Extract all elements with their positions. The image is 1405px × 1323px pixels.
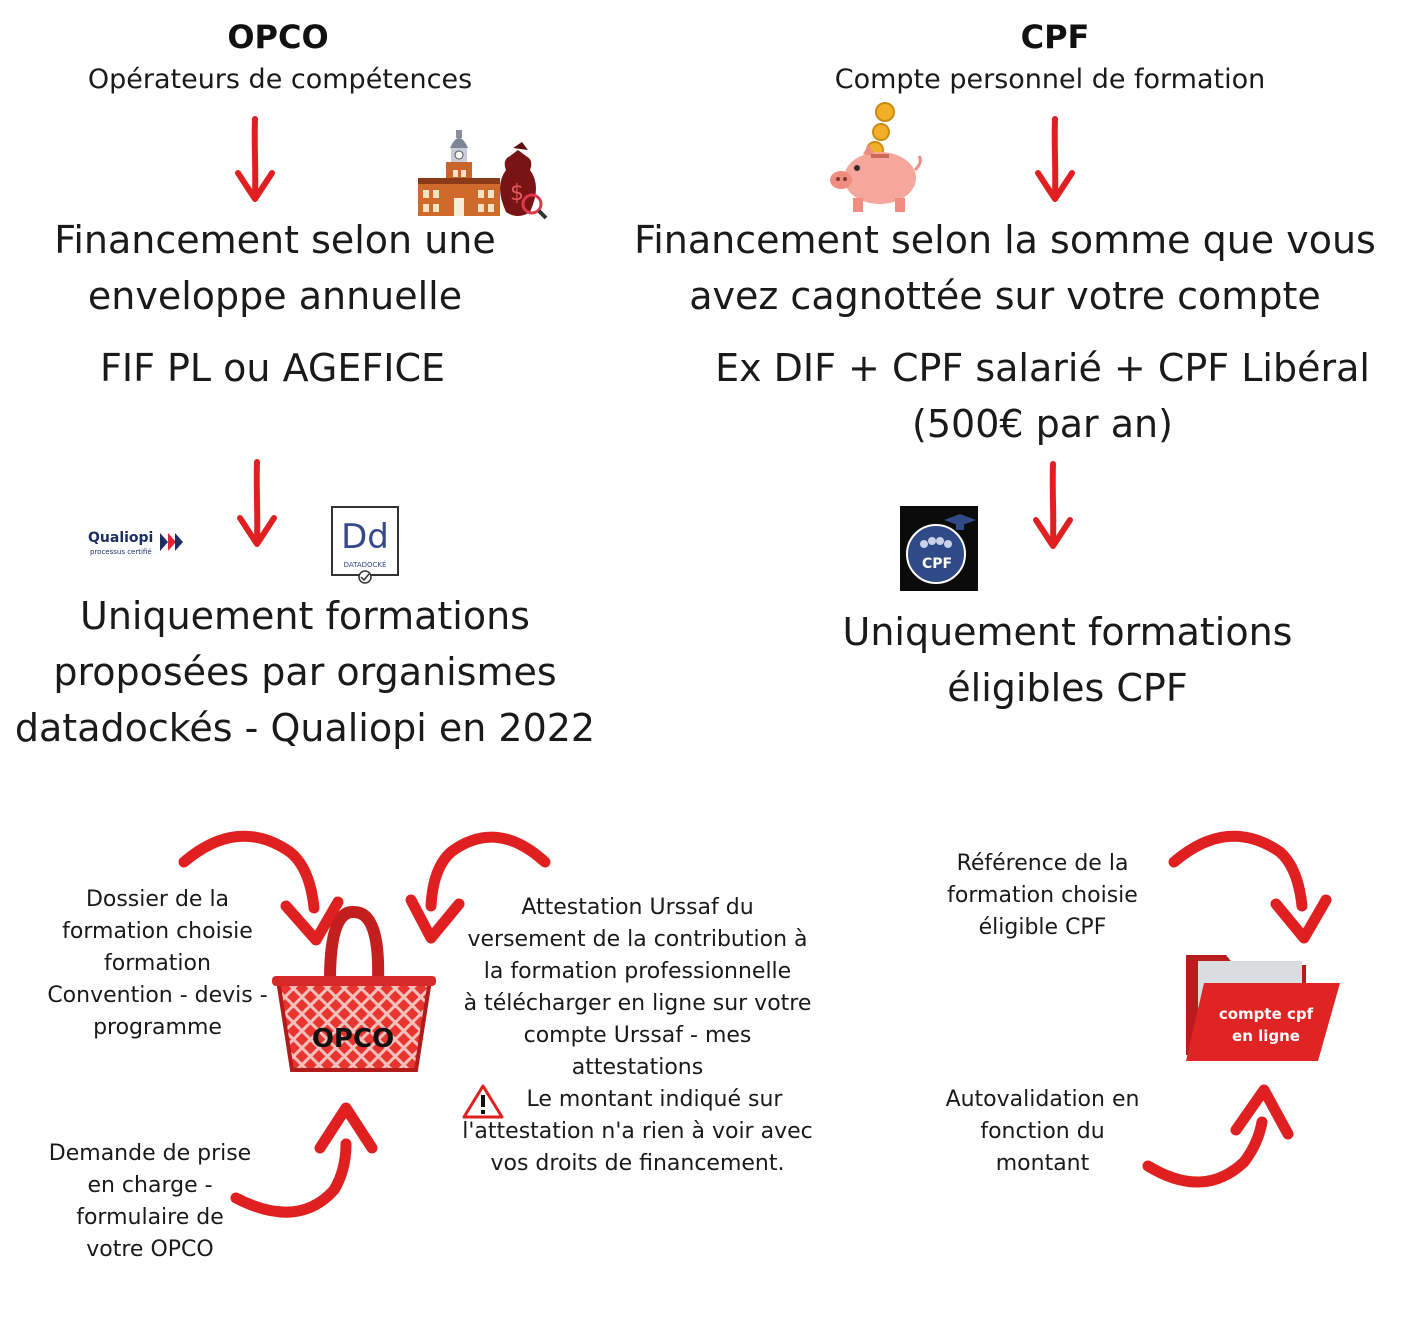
cpf-subtitle: Compte personnel de formation: [834, 64, 1266, 95]
warning-icon: [462, 1084, 504, 1119]
opco-restriction-text: Uniquement formations proposées par orga…: [14, 594, 596, 750]
cpf-logo: CPF: [900, 506, 978, 591]
cpf-title: CPF: [1020, 18, 1090, 56]
building-money-bag-icon: $: [418, 130, 548, 220]
qualiopi-logo-sub: processus certifié: [90, 548, 152, 556]
curved-arrow-icon: [1142, 1084, 1294, 1188]
curved-arrow-icon: [230, 1102, 378, 1218]
basket-label: OPCO: [311, 1024, 395, 1054]
svg-text:$: $: [510, 181, 524, 206]
opco-funds-text: FIF PL ou AGEFICE: [100, 346, 445, 390]
cpf-folder: compte cpf en ligne: [1182, 945, 1342, 1063]
down-arrow-icon: [1033, 461, 1073, 549]
opco-financing-text: Financement selon une enveloppe annuelle: [54, 218, 496, 318]
piggy-bank-icon: [830, 102, 922, 212]
folder-label: compte cpf en ligne: [1218, 1005, 1314, 1045]
cpf-autovalidation-text: Autovalidation en fonction du montant: [945, 1087, 1140, 1176]
down-arrow-icon: [235, 116, 275, 202]
cpf-funds-text: Ex DIF + CPF salarié + CPF Libéral (500€…: [715, 346, 1370, 446]
cpf-restriction-text: Uniquement formations éligibles CPF: [842, 610, 1293, 710]
basket-icon: [272, 906, 436, 1072]
opco-subtitle: Opérateurs de compétences: [87, 64, 473, 95]
cpf-financing-text: Financement selon la somme que vous avez…: [634, 218, 1376, 318]
down-arrow-icon: [237, 459, 277, 547]
opco-attestation-text: Attestation Urssaf du versement de la co…: [463, 895, 812, 1080]
opco-basket: OPCO: [268, 906, 438, 1080]
datadock-caption: DATADOCKÉ: [343, 561, 387, 569]
curved-arrow-icon: [1168, 830, 1332, 944]
opco-demande-text: Demande de prise en charge - formulaire …: [48, 1141, 252, 1262]
opco-dossier-text: Dossier de la formation choisie formatio…: [47, 887, 268, 1040]
curved-arrow-icon: [178, 830, 344, 946]
datadock-letters: Dd: [341, 517, 389, 557]
opco-warning-text: Le montant indiqué sur l'attestation n'a…: [462, 1087, 813, 1176]
qualiopi-logo-name: Qualiopi: [88, 530, 154, 546]
qualiopi-arrows-icon: [160, 533, 183, 551]
folder-icon: [1186, 955, 1340, 1061]
down-arrow-icon: [1035, 116, 1075, 202]
cpf-reference-text: Référence de la formation choisie éligib…: [947, 851, 1138, 940]
curved-arrow-icon: [405, 831, 551, 944]
cpf-logo-text: CPF: [921, 556, 953, 572]
opco-title: OPCO: [227, 18, 329, 56]
qualiopi-logo: Qualiopi processus certifié: [88, 530, 188, 560]
datadock-logo: Dd DATADOCKÉ: [330, 505, 400, 585]
